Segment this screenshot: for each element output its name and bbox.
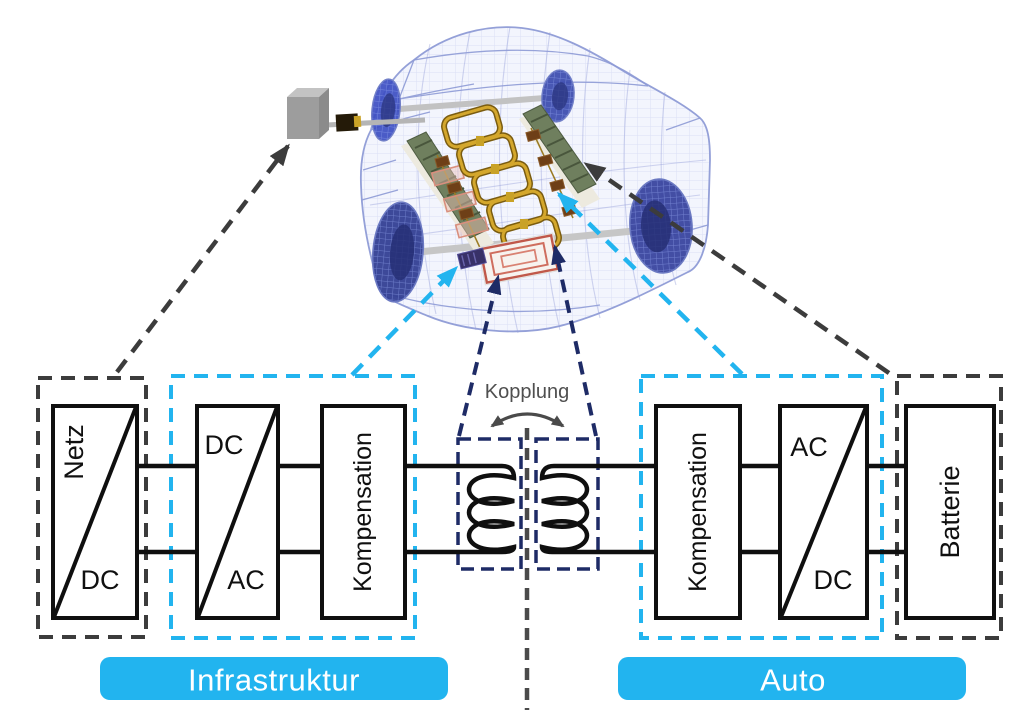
secondary-coil [539,463,656,555]
coupling-label: Kopplung [485,381,570,403]
compensation-left-label: Kompensation [349,432,377,592]
dc-ac-diagonal [196,406,279,618]
car-illustration [287,26,711,334]
grid-dc-label: DC [81,565,120,595]
infrastructure-group-box [169,374,417,640]
auto-badge [618,657,966,700]
primary-coil [405,463,517,555]
infrastructure-badge [100,657,448,700]
charging-pole [287,88,426,139]
infrastructure-badge-label: Infrastruktur [188,663,360,698]
wheel-rear-left [371,201,425,303]
arrow-coupling-to-vehicle-coil [551,244,598,437]
dc-ac-top-label: DC [205,430,244,460]
wheel-front-left [371,78,401,142]
arrow-coupling-to-ground-coil [457,274,502,437]
grid-group-box [36,376,148,639]
arrow-grid-to-pole [115,143,290,374]
primary-coil-box [456,437,523,571]
compensation-right-block [654,404,742,620]
arm-connector [335,113,359,132]
arrow-battery-box-to-car [583,162,891,375]
battery-group-box [895,374,1003,640]
compensation-right-label: Kompensation [684,432,712,592]
ac-dc-top-label: AC [790,432,828,462]
battery-block [904,404,996,620]
ac-dc-bottom-label: DC [814,565,853,595]
vehicle-group-box [639,374,884,640]
arrow-vehicle-box-to-pickup [556,191,744,376]
wheel-rear-right [629,178,693,274]
auto-badge-label: Auto [760,663,826,698]
grid-label: Netz [59,424,89,480]
ac-dc-diagonal [779,406,868,618]
sensor-box [456,247,487,270]
wheel-front-right [541,69,575,123]
front-axle [385,94,559,113]
dc-ac-bottom-label: AC [227,565,265,595]
secondary-coil-box [534,437,600,571]
compensation-left-block [320,404,407,620]
pcb-board-right [522,104,597,194]
battery-label: Batterie [935,465,965,558]
grid-block-diagonal [52,406,138,618]
coupling-arc-arrow [490,412,565,428]
bus-lines [136,463,906,555]
underbody-assembly [401,104,600,286]
